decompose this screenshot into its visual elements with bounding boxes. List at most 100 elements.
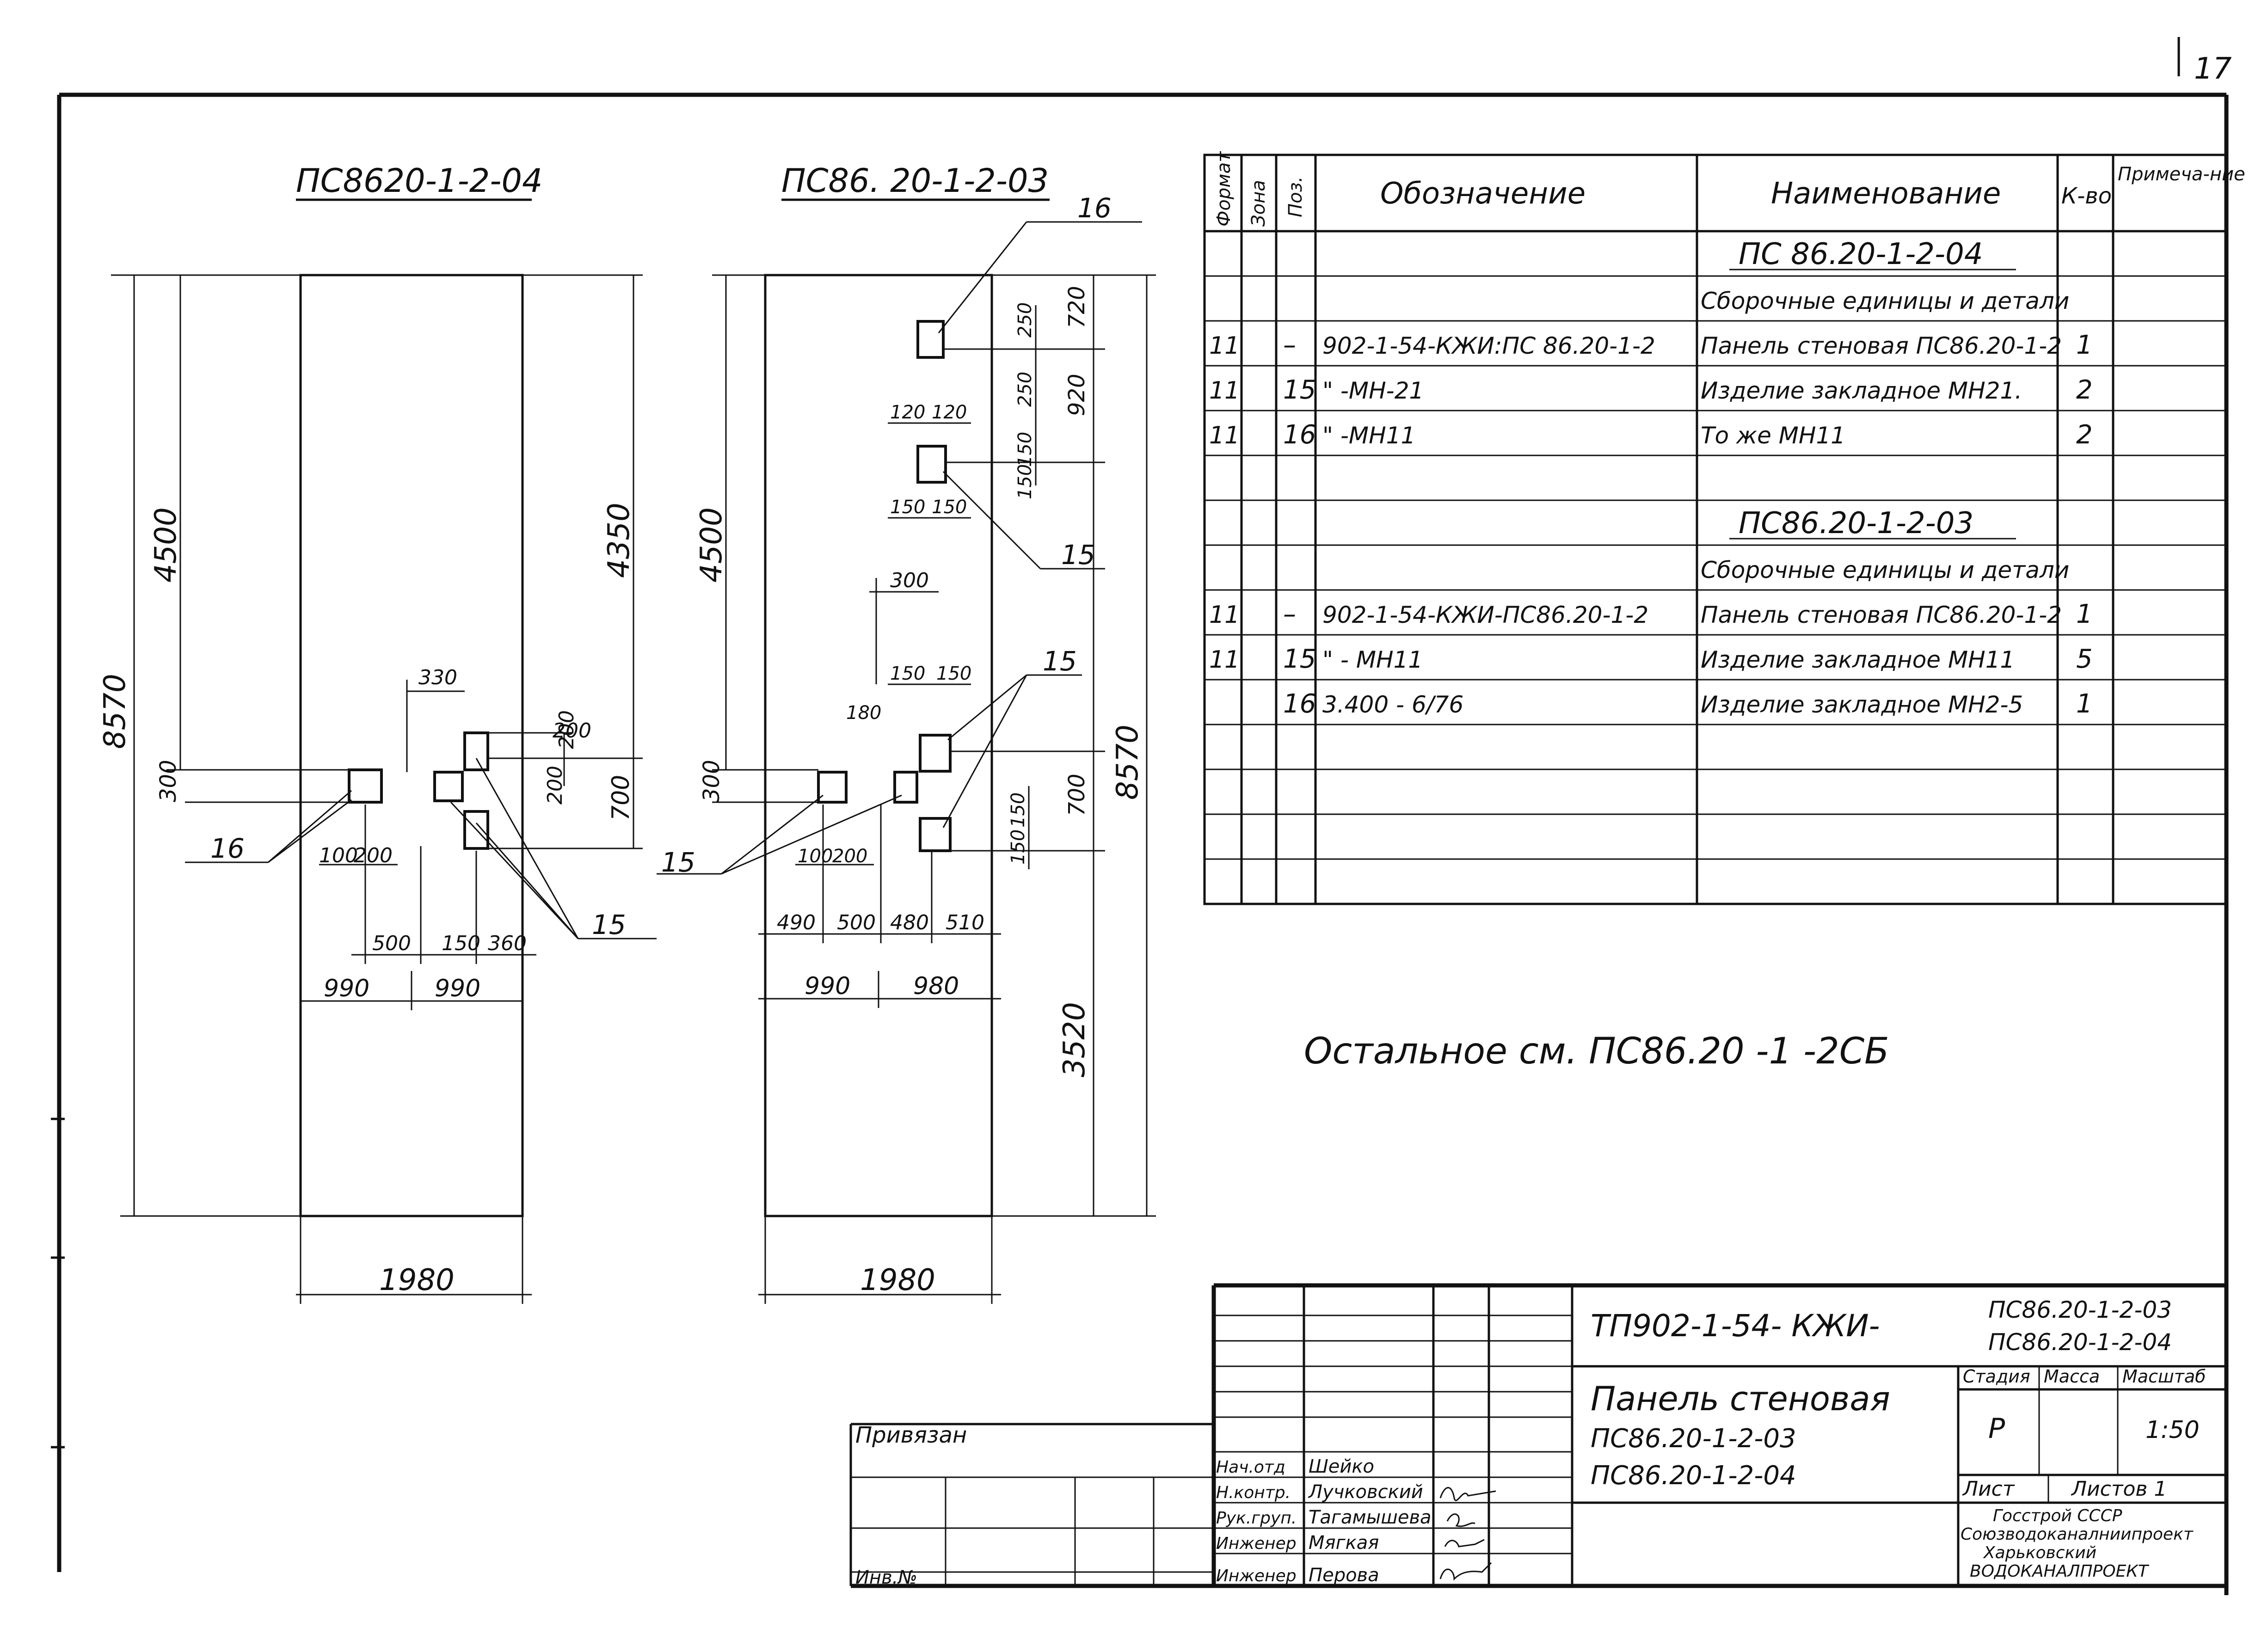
right-panel-drawing: ПС86. 20-1-2-03 4500 300 8570 720 920 25…	[657, 162, 1156, 1304]
right-dim-300: 300	[699, 760, 725, 802]
org-line3: Харьковский	[1983, 1543, 2096, 1562]
left-dim-200d: 200	[354, 844, 393, 867]
org-line2: Союзводоканалниипроект	[1961, 1525, 2194, 1544]
header-format: Формат	[1213, 151, 1235, 227]
sheet-label: Лист	[1962, 1477, 2015, 1501]
spec-cell-designation: " -МН11	[1322, 422, 1415, 449]
left-plate-15a	[433, 771, 464, 802]
right-dim-100: 100	[798, 846, 833, 867]
spec-cell-name: Сборочные единицы и детали	[1701, 557, 2069, 584]
spec-cell-format: 11	[1209, 601, 1240, 629]
header-designation: Обозначение	[1380, 177, 1586, 211]
doc-sub1: ПС86.20-1-2-03	[1988, 1296, 2172, 1323]
left-dim-4350: 4350	[602, 503, 636, 578]
right-dim-150d: 150	[932, 497, 967, 518]
right-dim-4500: 4500	[695, 507, 729, 583]
spec-cell-designation: " - МН11	[1322, 646, 1423, 673]
spec-cell-qty: 1	[2076, 599, 2093, 629]
staff-role: Нач.отд	[1216, 1458, 1285, 1477]
mass-label: Масса	[2044, 1366, 2100, 1387]
left-dim-4500: 4500	[149, 507, 183, 583]
left-dim-990b: 990	[435, 975, 480, 1002]
page-number-text: 17	[2194, 52, 2232, 86]
spec-cell-pos: –	[1283, 599, 1296, 629]
inv-label: Инв.№	[855, 1567, 917, 1588]
right-dim-3520: 3520	[1057, 1002, 1092, 1077]
left-dim-8570: 8570	[98, 674, 132, 749]
remark-text: Остальное см. ПС86.20 -1 -2СБ	[1304, 1031, 1889, 1072]
right-dim-200: 200	[832, 846, 867, 867]
right-plate-16	[916, 320, 945, 359]
spec-cell-qty: 2	[2076, 375, 2093, 405]
staff-role: Инженер	[1216, 1534, 1297, 1553]
linked-label: Привязан	[855, 1422, 967, 1448]
header-pos: Поз.	[1285, 176, 1306, 217]
right-dim-990: 990	[805, 972, 850, 1000]
left-dim-700: 700	[607, 775, 635, 821]
title-line2: ПС86.20-1-2-03	[1591, 1424, 1796, 1454]
spec-cell-name: Изделие закладное МН2-5	[1701, 691, 2023, 718]
left-dim-330: 330	[418, 666, 457, 689]
staff-name: Лучковский	[1308, 1481, 1423, 1503]
staff-name: Перова	[1309, 1565, 1379, 1586]
staff-name: Тагамышева	[1309, 1507, 1432, 1528]
right-dim-500: 500	[837, 911, 876, 934]
right-dim-1980: 1980	[860, 1263, 935, 1297]
right-dim-150f: 150	[936, 663, 971, 684]
left-dim-150: 150	[442, 932, 480, 955]
spec-cell-designation: 902-1-54-КЖИ:ПС 86.20-1-2	[1322, 332, 1655, 359]
right-callout-15c: 15	[661, 847, 695, 878]
right-dim-700: 700	[1064, 774, 1090, 816]
right-dim-180: 180	[846, 702, 881, 724]
page-number: 17	[2177, 37, 2232, 86]
staff-role: Н.контр.	[1216, 1483, 1291, 1502]
right-dim-300: 300	[890, 569, 929, 592]
left-dim-200b: 200	[555, 710, 578, 749]
right-dim-150g: 150	[1008, 792, 1029, 828]
right-callout-15b: 15	[1043, 645, 1077, 677]
right-dim-720: 720	[1064, 286, 1090, 328]
title-line1: Панель стеновая	[1591, 1379, 1890, 1418]
right-dim-120a: 120	[890, 402, 925, 423]
spec-cell-qty: 1	[2076, 330, 2093, 360]
left-dim-200c: 200	[543, 766, 567, 805]
scale-label: Масштаб	[2122, 1366, 2206, 1387]
right-dim-150a: 150	[1014, 432, 1036, 467]
left-plate-16	[348, 768, 383, 804]
spec-cell-qty: 2	[2076, 420, 2093, 450]
right-dim-920: 920	[1064, 374, 1090, 416]
left-dim-990a: 990	[324, 975, 369, 1002]
right-plate-15b	[817, 771, 848, 804]
staff-name: Шейко	[1309, 1456, 1374, 1477]
left-plate-15c	[463, 810, 489, 850]
right-callout-16: 16	[1077, 192, 1112, 224]
right-dim-150c: 150	[890, 497, 925, 518]
right-dim-250a: 250	[1014, 302, 1036, 338]
right-plate-15d	[919, 734, 952, 773]
header-zone: Зона	[1248, 180, 1269, 227]
spec-cell-name: Панель стеновая ПС86.20-1-2	[1701, 332, 2062, 359]
left-panel-drawing: ПС8620-1-2-04 8570 4500 300 4350 700 200	[98, 162, 657, 1304]
staff-name: Мягкая	[1309, 1532, 1379, 1554]
title-line3: ПС86.20-1-2-04	[1591, 1461, 1796, 1491]
staff-role: Рук.груп.	[1216, 1509, 1297, 1528]
right-dim-120b: 120	[932, 402, 967, 423]
right-dim-510: 510	[946, 911, 984, 934]
staff-role: Инженер	[1216, 1566, 1297, 1585]
stage-value: Р	[1988, 1413, 2005, 1445]
spec-cell-name: Сборочные единицы и детали	[1701, 288, 2069, 314]
spec-cell-name: Панель стеновая ПС86.20-1-2	[1701, 602, 2062, 628]
scale-value: 1:50	[2145, 1416, 2200, 1444]
right-dim-150b: 150	[1014, 464, 1036, 499]
left-panel-outline	[299, 274, 524, 1217]
left-plate-15b	[463, 731, 489, 771]
spec-cell-name: ПС86.20-1-2-03	[1739, 506, 1973, 541]
left-dim-100: 100	[319, 844, 358, 867]
signatures	[1439, 1487, 1496, 1581]
right-drawing-title: ПС86. 20-1-2-03	[781, 162, 1049, 200]
org-line4: ВОДОКАНАЛПРОЕКТ	[1970, 1562, 2150, 1581]
right-dim-150h: 150	[1008, 829, 1029, 865]
left-dim-360: 360	[488, 932, 527, 955]
right-dim-480: 480	[890, 911, 929, 934]
